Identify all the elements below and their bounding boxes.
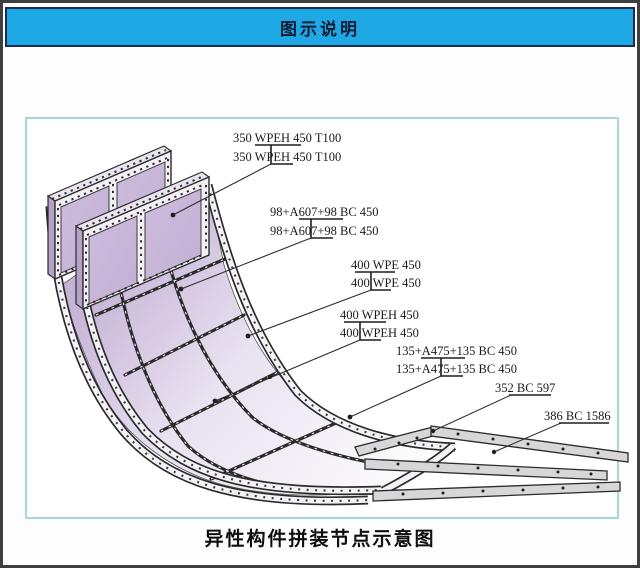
annotation-98-a607-line2: 98+A607+98 BC 450 bbox=[270, 224, 379, 238]
annotation-400-wpe-line1: 400 WPE 450 bbox=[351, 258, 421, 272]
annotation-135-a475-line2: 135+A475+135 BC 450 bbox=[396, 362, 517, 376]
leader-dot bbox=[347, 414, 353, 420]
leader-dot bbox=[178, 286, 184, 292]
leader-dot bbox=[170, 212, 176, 218]
diagram-caption: 异性构件拼装节点示意图 bbox=[204, 529, 436, 550]
leader-dot bbox=[268, 375, 272, 379]
annotation-135-a475-line1: 135+A475+135 BC 450 bbox=[396, 344, 517, 358]
annotation-400-wpeh-line1: 400 WPEH 450 bbox=[340, 308, 419, 322]
front-web-wall bbox=[74, 171, 211, 311]
leader-lines bbox=[170, 163, 562, 455]
annotation-352-bc: 352 BC 597 bbox=[495, 381, 555, 395]
leader-dot bbox=[245, 333, 251, 339]
joint-symbols bbox=[255, 144, 609, 424]
header-bar: 图示说明 bbox=[5, 7, 635, 47]
annotation-386-bc: 386 BC 1586 bbox=[544, 409, 611, 423]
beam-middle bbox=[364, 458, 608, 481]
back-wall-end-face bbox=[47, 194, 56, 281]
fan-beams bbox=[354, 425, 629, 502]
shell-ribs bbox=[94, 237, 410, 492]
annotation-350-wpeh-line2: 350 WPEH 450 T100 bbox=[233, 150, 341, 164]
annotation-400-wpe-line2: 400 WPE 450 bbox=[351, 276, 421, 290]
annotation-400-wpeh-line2: 400 WPEH 450 bbox=[340, 326, 419, 340]
annotation-350-wpeh-line1: 350 WPEH 450 T100 bbox=[233, 131, 341, 145]
annotation-98-a607-line1: 98+A607+98 BC 450 bbox=[270, 205, 379, 219]
beam-bolt-holes bbox=[373, 432, 600, 496]
leader-dot bbox=[491, 449, 497, 455]
front-wall-end-face bbox=[75, 224, 84, 311]
assembly-diagram: 350 WPEH 450 T100 350 WPEH 450 T100 98+A… bbox=[45, 131, 629, 506]
page-title: 图示说明 bbox=[280, 19, 360, 39]
beam-bottom bbox=[372, 481, 621, 502]
leader-dot bbox=[430, 428, 436, 434]
outer-curved-rail bbox=[45, 205, 369, 506]
annotations: 350 WPEH 450 T100 350 WPEH 450 T100 98+A… bbox=[233, 131, 611, 423]
front-wall-bolt-rows bbox=[79, 175, 207, 306]
leader-dot bbox=[212, 398, 218, 404]
